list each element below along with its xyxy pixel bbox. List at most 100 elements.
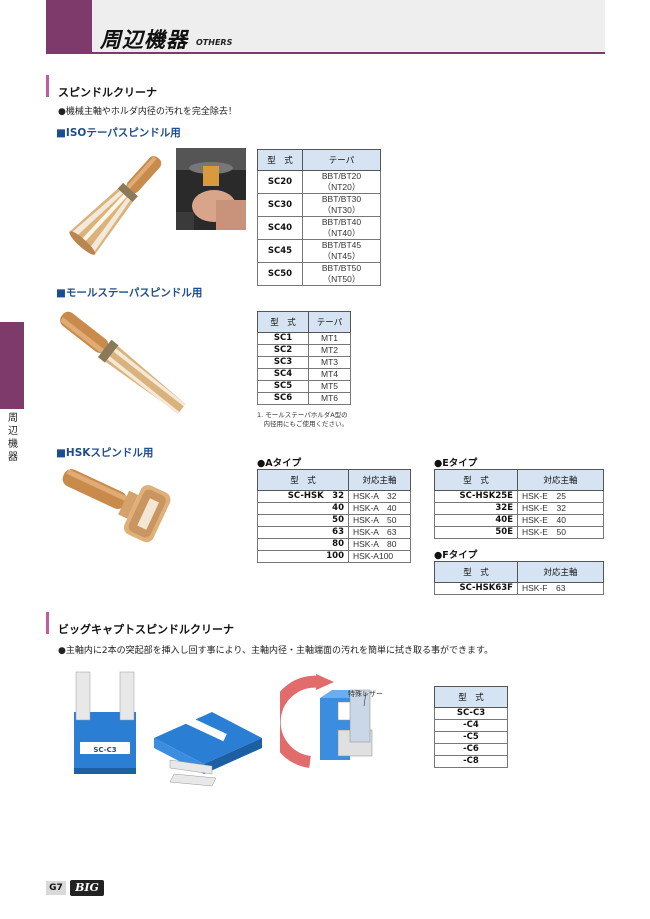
capto-product-label: SC-C3	[93, 746, 116, 754]
table-header-row: 型 式 テーパ	[257, 149, 381, 171]
page-header	[46, 0, 605, 52]
model-cell: 50E	[434, 526, 518, 539]
model-cell: SC30	[257, 193, 303, 217]
hsk-spindle-cleaner-image	[62, 469, 171, 543]
taper-cell: MT3	[308, 356, 351, 369]
spindle-cell: HSK-E 40	[517, 514, 604, 527]
morse-note-line1: 1. モールステーパホルダA型の	[257, 411, 348, 419]
usage-photo	[176, 148, 246, 230]
column-header-model: 型 式	[434, 561, 518, 583]
subsection-title-hsk: ■HSKスピンドル用	[56, 447, 154, 459]
model-cell: 80	[257, 538, 349, 551]
column-header-spindle: 対応主軸	[348, 469, 411, 491]
big-logo: BIG	[70, 880, 104, 896]
column-header-spindle: 対応主軸	[517, 561, 604, 583]
taper-cell: BBT/BT45（NT45）	[302, 239, 381, 263]
morse-note-line2: 内径用にもご使用ください。	[257, 420, 349, 428]
taper-cell: MT2	[308, 344, 351, 357]
morse-spindle-cleaner-image	[59, 311, 186, 415]
table-row: SC-C3	[434, 707, 508, 720]
taper-cell: BBT/BT20（NT20）	[302, 170, 381, 194]
model-cell: SC20	[257, 170, 303, 194]
table-header-row: 型 式 対応主軸	[434, 561, 604, 583]
section-marker	[46, 612, 49, 634]
table-header-row: 型 式 対応主軸	[257, 469, 411, 491]
column-header-taper: テーパ	[302, 149, 381, 171]
taper-cell: MT1	[308, 332, 351, 345]
header-accent-bar	[46, 0, 92, 52]
side-tab[interactable]	[0, 322, 24, 409]
model-cell: SC2	[257, 344, 309, 357]
model-cell: 100	[257, 550, 349, 563]
spindle-cell: HSK-A 32	[348, 490, 411, 503]
subsection-title-iso: ■ISOテーパスピンドル用	[56, 127, 181, 139]
capto-spec-table: 型 式 SC-C3 -C4 -C5 -C6 -C8	[434, 686, 508, 768]
page-title: 周辺機器	[100, 28, 188, 52]
model-cell: SC-HSK25E	[434, 490, 518, 503]
model-cell: 40E	[434, 514, 518, 527]
taper-cell: MT5	[308, 380, 351, 393]
model-cell: 50	[257, 514, 349, 527]
model-cell: SC40	[257, 216, 303, 240]
model-cell: SC45	[257, 239, 303, 263]
page-number: G7	[46, 881, 66, 895]
spindle-cell: HSK-A 40	[348, 502, 411, 515]
table-row: -C8	[434, 755, 508, 768]
column-header-model: 型 式	[434, 686, 508, 708]
page-subtitle: OTHERS	[196, 38, 233, 47]
spindle-cell: HSK-A 63	[348, 526, 411, 539]
model-cell: SC1	[257, 332, 309, 345]
column-header-spindle: 対応主軸	[517, 469, 604, 491]
column-header-model: 型 式	[257, 149, 303, 171]
model-cell: -C4	[434, 719, 508, 732]
rotation-diagram	[280, 674, 373, 768]
model-cell: SC3	[257, 356, 309, 369]
section-title-big-capto-cleaner: ビッグキャプトスピンドルクリーナ	[58, 623, 234, 636]
section-title-spindle-cleaner: スピンドルクリーナ	[58, 86, 157, 99]
iso-spindle-cleaner-image	[69, 156, 162, 255]
spindle-cell: HSK-A 50	[348, 514, 411, 527]
model-cell: -C6	[434, 743, 508, 756]
side-tab-label: 周辺機器	[8, 413, 18, 463]
column-header-model: 型 式	[434, 469, 518, 491]
spindle-cell: HSK-F 63	[517, 582, 604, 595]
f-type-label: ●Fタイプ	[434, 550, 478, 561]
column-header-model: 型 式	[257, 469, 349, 491]
spindle-cell: HSK-A 80	[348, 538, 411, 551]
taper-cell: BBT/BT40（NT40）	[302, 216, 381, 240]
taper-cell: BBT/BT30（NT30）	[302, 193, 381, 217]
capto-cleaner-image: SC-C3	[74, 671, 262, 787]
spindle-cell: HSK-E 50	[517, 526, 604, 539]
a-type-label: ●Aタイプ	[257, 458, 302, 469]
taper-cell: MT4	[308, 368, 351, 381]
spindle-cell: HSK-E 32	[517, 502, 604, 515]
model-cell: SC-C3	[434, 707, 508, 720]
table-row: -C5	[434, 731, 508, 744]
taper-cell: BBT/BT50（NT50）	[302, 262, 381, 286]
header-underline	[46, 52, 605, 54]
model-cell: 32E	[434, 502, 518, 515]
section-bullet: ●機械主軸やホルダ内径の汚れを完全除去！	[58, 107, 237, 117]
subsection-title-morse: ■モールステーパスピンドル用	[56, 287, 203, 299]
model-cell: SC-HSK63F	[434, 582, 518, 595]
